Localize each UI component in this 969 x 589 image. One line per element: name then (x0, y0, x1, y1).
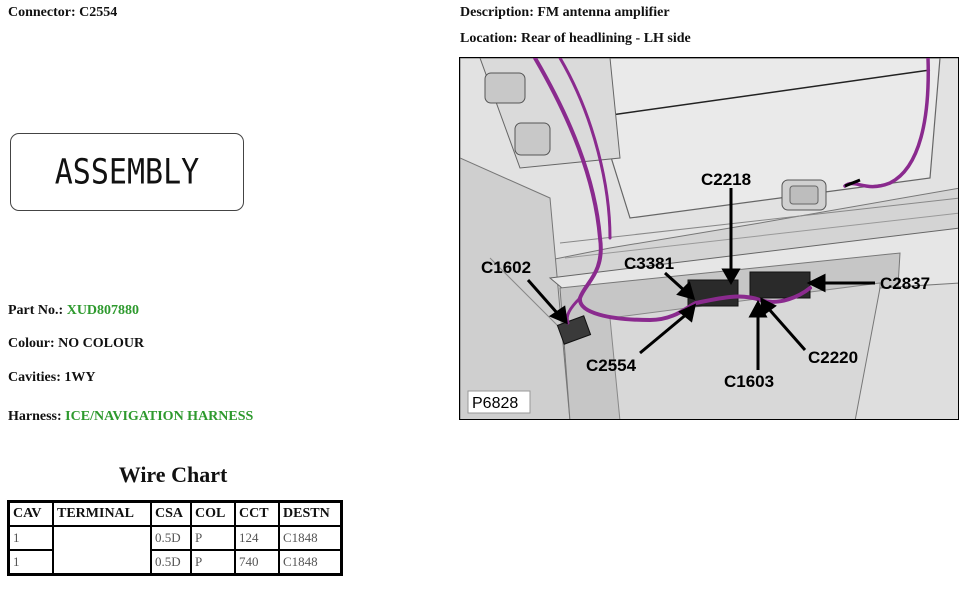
callout-c2218[interactable]: C2218 (701, 170, 751, 189)
harness-link[interactable]: ICE/NAVIGATION HARNESS (65, 409, 254, 424)
callout-c3381[interactable]: C3381 (624, 254, 674, 273)
cell-cct: 124 (234, 525, 280, 551)
callout-c1603[interactable]: C1603 (724, 372, 774, 391)
col-header-col: COL (190, 500, 236, 527)
location-label: Location: Rear of headlining - LH side (460, 31, 691, 46)
cell-col: P (190, 549, 236, 576)
cell-destn[interactable]: C1848 (278, 525, 343, 551)
callout-c2554[interactable]: C2554 (586, 356, 637, 375)
cavities-label: Cavities: 1WY (8, 370, 96, 385)
part-number-link[interactable]: XUD807880 (66, 303, 140, 318)
callout-c1602[interactable]: C1602 (481, 258, 531, 277)
col-header-cav: CAV (7, 500, 54, 527)
cell-csa: 0.5D (150, 549, 192, 576)
figure-id-label: P6828 (472, 395, 518, 412)
connector-location-diagram: C2218 C1602 C3381 C2837 C2554 C2220 C160… (459, 57, 959, 420)
col-header-destn: DESTN (278, 500, 343, 527)
harness-row: Harness: ICE/NAVIGATION HARNESS (8, 409, 253, 425)
part-number-label: Part No.: (8, 303, 67, 318)
cell-cav: 1 (7, 525, 54, 551)
col-header-csa: CSA (150, 500, 192, 527)
diagram-illustration: C2218 C1602 C3381 C2837 C2554 C2220 C160… (460, 58, 958, 419)
wire-chart-table: CAV TERMINAL CSA COL CCT DESTN 1 0.5D P … (7, 500, 343, 576)
cell-col: P (190, 525, 236, 551)
table-header-row: CAV TERMINAL CSA COL CCT DESTN (7, 500, 343, 527)
wire-chart-title: Wire Chart (118, 462, 228, 487)
col-header-terminal: TERMINAL (52, 500, 152, 527)
col-header-cct: CCT (234, 500, 280, 527)
part-number-row: Part No.: XUD807880 (8, 303, 139, 319)
description-label: Description: FM antenna amplifier (460, 5, 670, 20)
callout-c2220[interactable]: C2220 (808, 348, 858, 367)
assembly-image-box: ASSEMBLY (10, 133, 244, 211)
colour-label: Colour: NO COLOUR (8, 336, 145, 351)
cell-destn[interactable]: C1848 (278, 549, 343, 576)
cell-cct: 740 (234, 549, 280, 576)
cell-csa: 0.5D (150, 525, 192, 551)
connector-label: Connector: C2554 (8, 5, 118, 20)
callout-c2837[interactable]: C2837 (880, 274, 930, 293)
cell-terminal (52, 525, 152, 576)
cell-cav: 1 (7, 549, 54, 576)
assembly-label: ASSEMBLY (54, 151, 200, 193)
table-row: 1 0.5D P 124 C1848 (7, 525, 343, 576)
table-row: 1 0.5D P 740 C1848 (7, 549, 343, 576)
harness-label: Harness: (8, 409, 66, 424)
